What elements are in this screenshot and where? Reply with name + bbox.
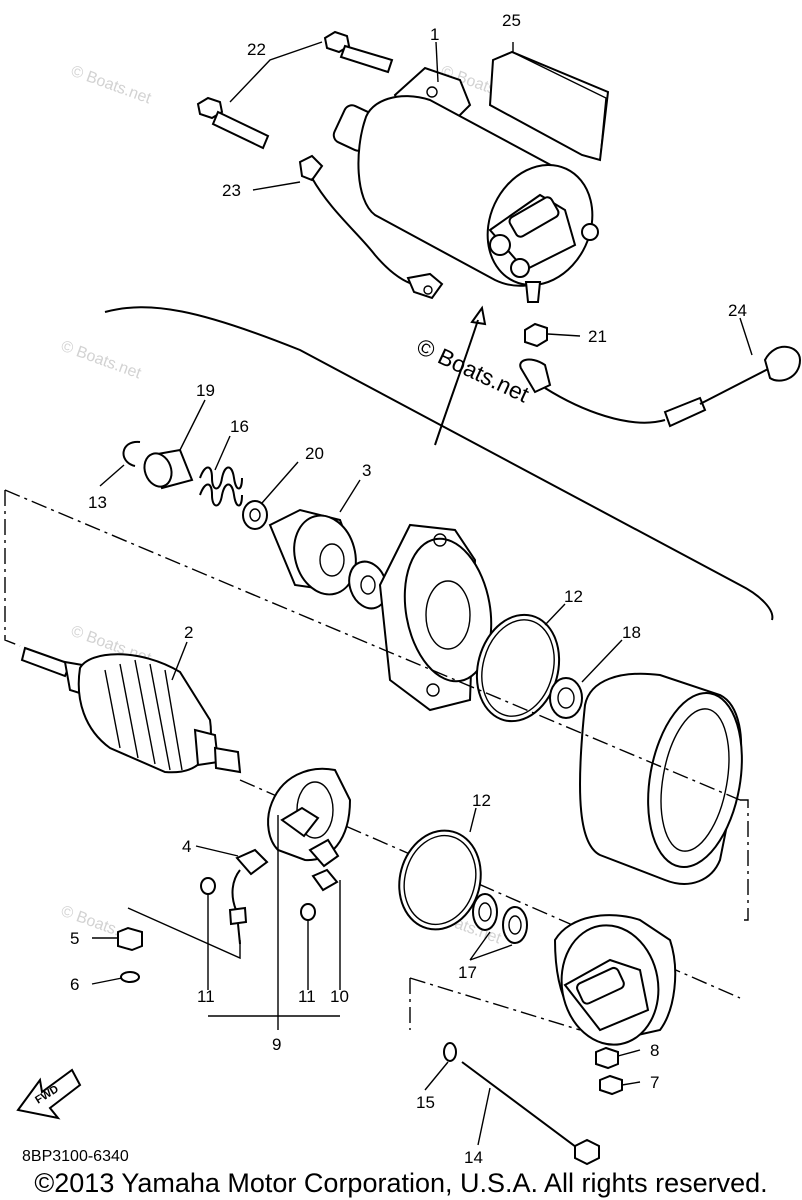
armature-2 xyxy=(20,646,242,774)
callout-2: 2 xyxy=(184,623,193,642)
circlip-13 xyxy=(122,440,141,467)
leader-lines xyxy=(91,41,753,1146)
assembly-bracket xyxy=(104,306,774,621)
bolt-22-lower xyxy=(196,96,270,150)
caution-label-25 xyxy=(488,50,610,162)
nut-7 xyxy=(599,1074,623,1096)
washer-20 xyxy=(242,500,268,530)
watermark: © Boats.net xyxy=(59,338,144,383)
spring-16 xyxy=(199,466,243,507)
diagram-code: 8BP3100-6340 xyxy=(22,1148,129,1165)
collar-19 xyxy=(143,448,194,490)
callout-9: 9 xyxy=(272,1035,281,1054)
callout-25: 25 xyxy=(502,11,521,30)
copyright-notice: ©2013 Yamaha Motor Corporation, U.S.A. A… xyxy=(34,1168,768,1198)
o-ring-6 xyxy=(120,971,140,983)
front-cover xyxy=(378,523,493,712)
callout-16: 16 xyxy=(230,417,249,436)
callout-21: 21 xyxy=(588,327,607,346)
brush-spring-11-left xyxy=(200,877,216,895)
brush-4 xyxy=(228,848,269,945)
starter-lead-24 xyxy=(519,345,802,428)
callout-20: 20 xyxy=(305,444,324,463)
callout-15: 15 xyxy=(416,1093,435,1112)
callout-12: 12 xyxy=(472,791,491,810)
starter-motor-1 xyxy=(332,66,599,303)
o-ring-15 xyxy=(443,1042,457,1062)
callout-24: 24 xyxy=(728,301,747,320)
callout-23: 23 xyxy=(222,181,241,200)
pinion-gear-3 xyxy=(268,508,357,596)
callout-17: 17 xyxy=(458,963,477,982)
callout-10: 10 xyxy=(330,987,349,1006)
callout-19: 19 xyxy=(196,381,215,400)
yoke xyxy=(579,672,743,885)
bolt-22-upper xyxy=(323,30,394,74)
callout-6: 6 xyxy=(70,975,79,994)
callout-22: 22 xyxy=(247,40,266,59)
ground-lead-23 xyxy=(298,154,444,300)
assembly-arrow xyxy=(434,319,479,446)
brush-plate xyxy=(267,767,352,868)
nut-5 xyxy=(117,926,143,952)
o-ring-12-lower xyxy=(398,829,482,931)
callout-18: 18 xyxy=(622,623,641,642)
washer-18 xyxy=(549,677,583,719)
callout-14: 14 xyxy=(464,1148,483,1167)
callouts: 1 25 22 23 21 24 19 16 20 3 13 12 18 2 1… xyxy=(70,11,747,1167)
callout-4: 4 xyxy=(182,837,191,856)
rear-cover xyxy=(553,914,677,1046)
watermark: © Boats.net xyxy=(69,63,154,108)
callout-7: 7 xyxy=(650,1073,659,1092)
callout-3: 3 xyxy=(362,461,371,480)
callout-1: 1 xyxy=(430,25,439,44)
callout-12: 12 xyxy=(564,587,583,606)
callout-11: 11 xyxy=(298,987,316,1006)
nut-21 xyxy=(524,322,548,348)
callout-13: 13 xyxy=(88,493,107,512)
washers-17 xyxy=(472,893,528,944)
center-watermark: © Boats.net xyxy=(413,333,534,408)
brush-spring-11-right xyxy=(300,903,316,921)
brush-10 xyxy=(311,868,339,892)
through-bolt-14 xyxy=(461,1061,600,1166)
callout-5: 5 xyxy=(70,929,79,948)
callout-11: 11 xyxy=(197,987,215,1006)
callout-8: 8 xyxy=(650,1041,659,1060)
fwd-arrow-icon: FWD xyxy=(16,1068,82,1120)
nut-8 xyxy=(595,1046,619,1070)
o-ring-12-upper xyxy=(475,613,561,723)
